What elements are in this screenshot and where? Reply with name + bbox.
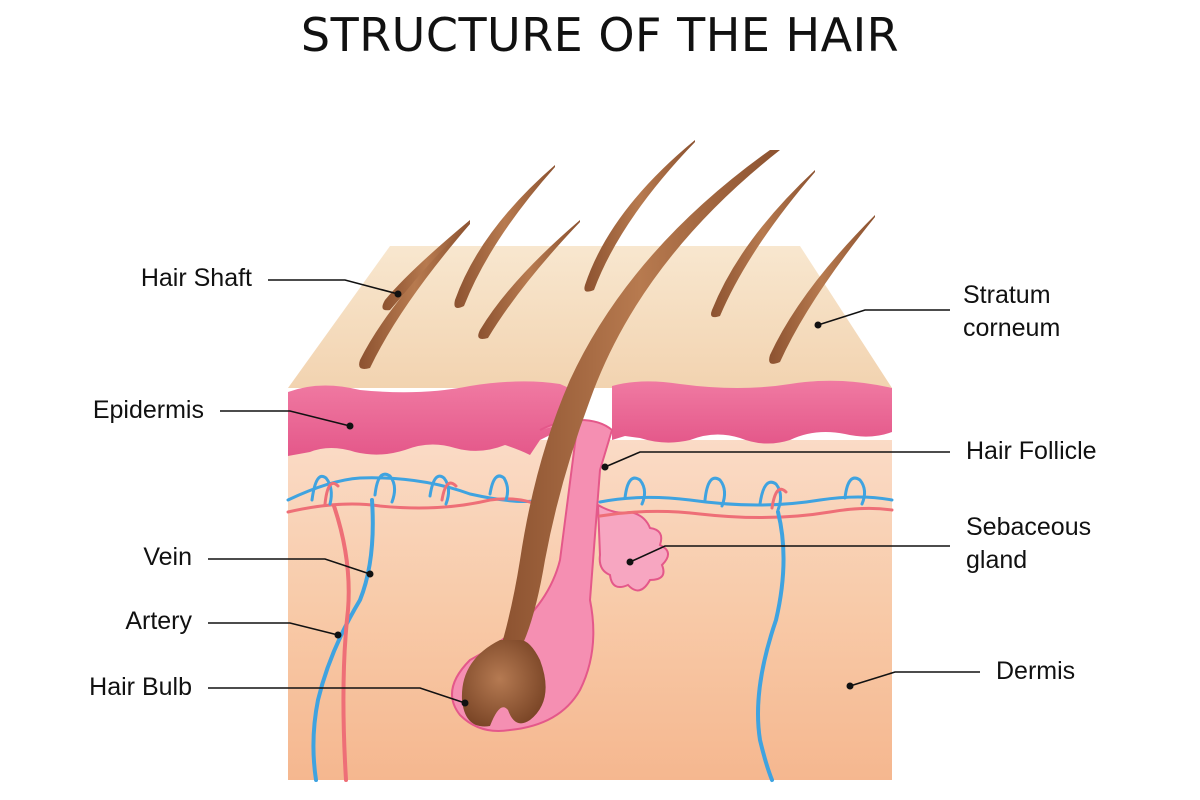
label-stratum-corneum: Stratum corneum — [963, 279, 1060, 345]
label-vein: Vein — [143, 543, 192, 571]
artery-descending — [332, 504, 351, 782]
vein-descending — [311, 498, 375, 782]
label-sebaceous-gland: Sebaceous gland — [966, 511, 1091, 577]
label-hair-follicle: Hair Follicle — [966, 437, 1097, 465]
hair-bulb-shape — [461, 640, 546, 727]
vessel-network — [286, 472, 894, 782]
pointer-dermis — [849, 671, 980, 687]
pointer-epidermis — [220, 410, 351, 427]
artery-horizontal-right — [598, 506, 894, 520]
pointer-hair-shaft — [268, 279, 399, 295]
label-hair-shaft: Hair Shaft — [140, 264, 252, 292]
stratum-corneum-surface — [288, 246, 892, 388]
vein-descending-right — [756, 510, 786, 782]
label-stratum-corneum-line1: Stratum — [963, 281, 1051, 309]
main-hair-shaft — [500, 150, 780, 650]
epidermis-layer-right — [612, 380, 892, 444]
sebaceous-gland — [596, 503, 669, 592]
label-sebaceous-gland-line2: gland — [966, 546, 1028, 574]
pointer-dots — [334, 290, 854, 707]
pointer-stratum — [817, 309, 950, 326]
surface-hairs — [359, 140, 875, 369]
label-sebaceous-gland-line1: Sebaceous — [966, 513, 1092, 541]
label-stratum-corneum-line2: corneum — [963, 314, 1061, 342]
label-artery: Artery — [125, 607, 192, 635]
label-epidermis: Epidermis — [92, 396, 204, 424]
epidermis-layer — [288, 381, 578, 456]
pointer-artery — [208, 622, 339, 636]
label-dermis: Dermis — [996, 657, 1076, 685]
pointer-vein — [208, 558, 371, 575]
pointer-follicle — [604, 451, 950, 468]
pointer-lines — [208, 279, 980, 704]
label-hair-bulb: Hair Bulb — [89, 673, 192, 701]
diagram-title: STRUCTURE OF THE HAIR — [300, 8, 900, 62]
pointer-hair-bulb — [208, 687, 466, 704]
pointer-sebaceous — [629, 545, 950, 563]
